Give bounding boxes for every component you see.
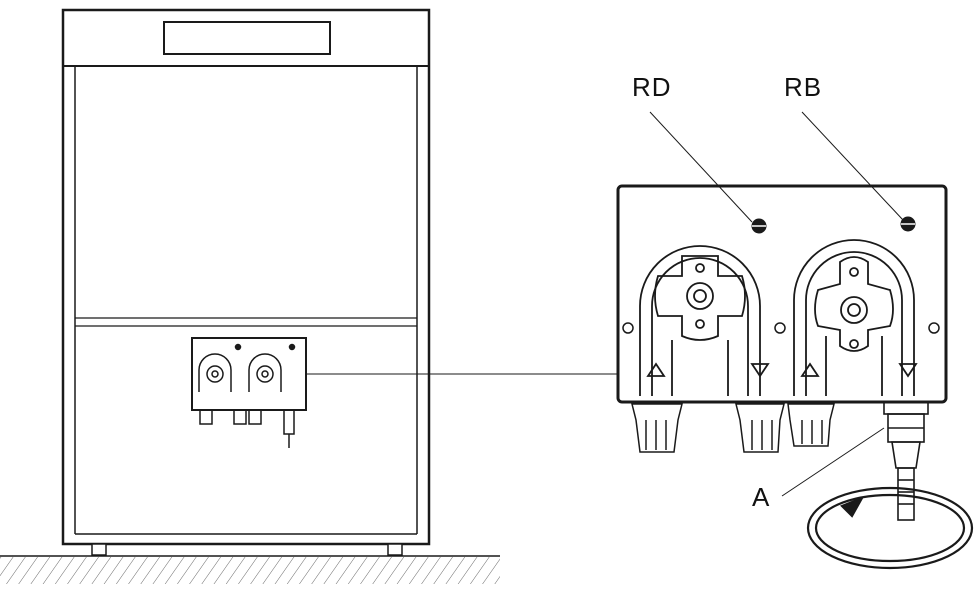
label-rd: RD	[632, 72, 672, 102]
label-rb: RB	[784, 72, 823, 102]
label-a: A	[752, 482, 771, 512]
pump-unit-detail	[616, 184, 948, 404]
pump-unit-small	[191, 337, 307, 448]
floor	[0, 555, 500, 584]
tube-fittings	[631, 403, 835, 453]
machine-cabinet	[61, 8, 431, 546]
rotation-arrow-icon	[806, 486, 974, 570]
outlet-connector	[883, 401, 929, 521]
left-peristaltic-pump	[639, 245, 770, 396]
screw-mid	[774, 322, 786, 334]
rb-adjustment-screw	[900, 216, 916, 232]
machine-feet	[91, 543, 403, 556]
screw-right	[928, 322, 940, 334]
rd-adjustment-screw	[751, 218, 767, 234]
right-peristaltic-pump	[793, 239, 918, 396]
label-leader-lines	[649, 111, 904, 497]
screw-left	[622, 322, 634, 334]
